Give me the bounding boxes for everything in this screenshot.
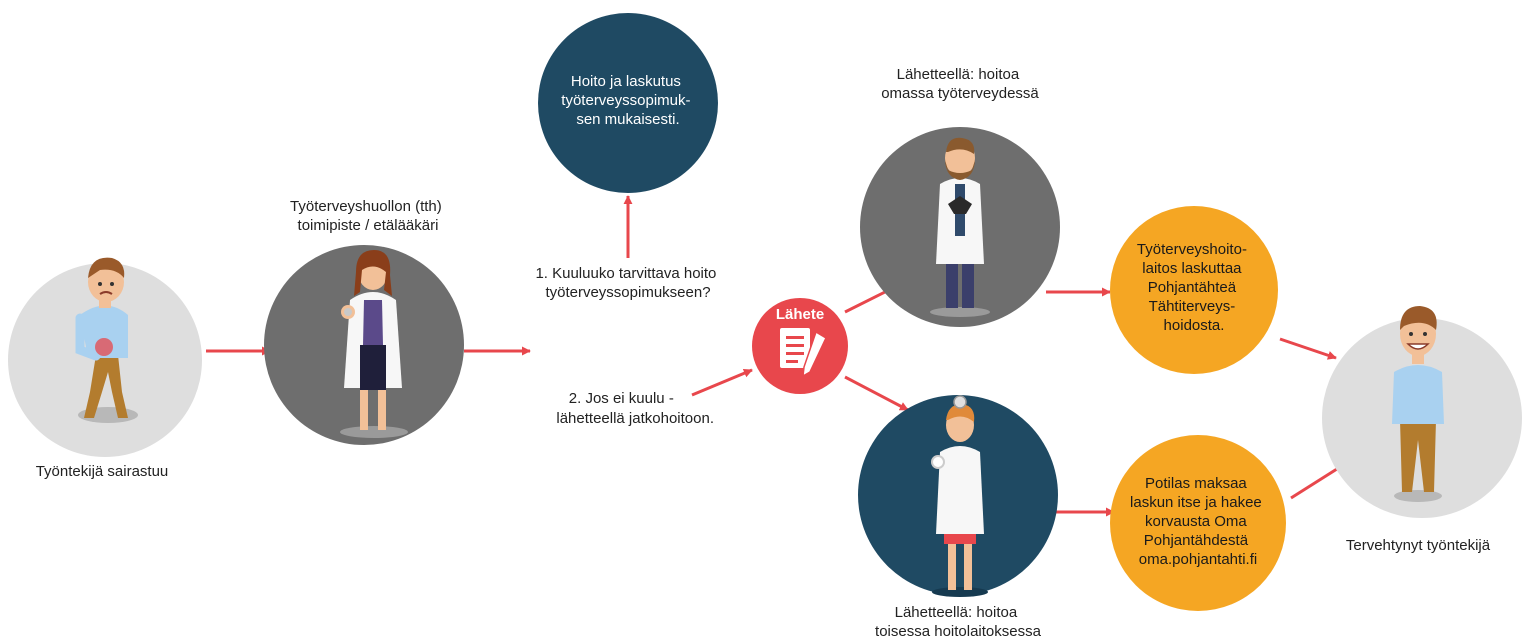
happy-man-illustration bbox=[1392, 306, 1444, 502]
question-1-text: 1. Kuuluuko tarvittava hoito työterveyss… bbox=[535, 265, 720, 301]
patient-pays-line: laskun itse ja hakee bbox=[1130, 494, 1262, 511]
recovered-employee-node bbox=[1322, 306, 1522, 518]
own-occupational-label: Lähetteellä: hoitoa omassa työterveydess… bbox=[881, 66, 1039, 102]
billing-info-line: laitos laskuttaa bbox=[1142, 260, 1242, 277]
occupational-office-label-line: toimipiste / etälääkäri bbox=[298, 217, 439, 234]
arrow-question2-to-referral bbox=[691, 368, 753, 397]
female-doctor-illustration bbox=[340, 250, 408, 438]
arrow-billing-to-recovered bbox=[1279, 337, 1337, 360]
contract-care-line: sen mukaisesti. bbox=[576, 111, 679, 128]
male-doctor-illustration bbox=[930, 137, 990, 317]
question-2-line: lähetteellä jatkohoitoon. bbox=[556, 410, 714, 427]
contract-care-circle bbox=[538, 13, 718, 193]
occupational-office-node bbox=[264, 245, 464, 445]
question-2-text: 2. Jos ei kuulu - lähetteellä jatkohoito… bbox=[556, 390, 714, 427]
billing-info-line: hoidosta. bbox=[1164, 317, 1225, 334]
billing-info-line: Tähtiterveys- bbox=[1149, 298, 1236, 315]
own-occupational-label-line: Lähetteellä: hoitoa bbox=[897, 66, 1020, 83]
arrow-referral-to-other bbox=[844, 375, 909, 412]
sick-employee-label: Työntekijä sairastuu bbox=[36, 463, 169, 480]
specialist-doctor-illustration bbox=[931, 395, 988, 597]
question-2-line: 2. Jos ei kuulu - bbox=[569, 390, 674, 407]
contract-care-node: Hoito ja laskutus työterveyssopimuk- sen… bbox=[538, 13, 718, 193]
referral-badge: Lähete bbox=[776, 306, 824, 323]
sick-employee-node bbox=[8, 257, 202, 457]
patient-pays-circle bbox=[1110, 435, 1286, 611]
other-facility-label: Lähetteellä: hoitoa toisessa hoitolaitok… bbox=[875, 604, 1042, 640]
patient-pays-line: korvausta Oma bbox=[1145, 513, 1247, 530]
patient-pays-text: Potilas maksaa laskun itse ja hakee korv… bbox=[1130, 475, 1266, 568]
patient-pays-node: Potilas maksaa laskun itse ja hakee korv… bbox=[1110, 435, 1286, 611]
recovered-employee-label: Tervehtynyt työntekijä bbox=[1346, 537, 1491, 554]
contract-care-line: työterveyssopimuk- bbox=[561, 92, 690, 109]
other-facility-label-line: toisessa hoitolaitoksessa bbox=[875, 623, 1042, 640]
question-1-line: 1. Kuuluuko tarvittava hoito bbox=[535, 265, 716, 282]
question-1-line: työterveyssopimukseen? bbox=[545, 284, 710, 301]
contract-care-text: Hoito ja laskutus työterveyssopimuk- sen… bbox=[561, 73, 694, 128]
billing-info-line: Pohjantähteä bbox=[1148, 279, 1237, 296]
own-occupational-node bbox=[860, 127, 1060, 327]
other-facility-label-line: Lähetteellä: hoitoa bbox=[895, 604, 1018, 621]
occupational-office-label: Työterveyshuollon (tth) toimipiste / etä… bbox=[290, 198, 446, 234]
patient-pays-line: Potilas maksaa bbox=[1145, 475, 1247, 492]
billing-info-text: Työterveyshoito- laitos laskuttaa Pohjan… bbox=[1137, 241, 1251, 334]
billing-info-node: Työterveyshoito- laitos laskuttaa Pohjan… bbox=[1110, 206, 1278, 374]
document-pen-icon bbox=[780, 328, 827, 378]
billing-info-circle bbox=[1110, 206, 1278, 374]
patient-pays-line: oma.pohjantahti.fi bbox=[1139, 551, 1257, 568]
contract-care-line: Hoito ja laskutus bbox=[571, 73, 681, 90]
sick-man-illustration bbox=[75, 257, 138, 423]
billing-info-line: Työterveyshoito- bbox=[1137, 241, 1247, 258]
referral-node: Lähete bbox=[752, 298, 848, 394]
patient-pays-line: Pohjantähdestä bbox=[1144, 532, 1249, 549]
occupational-office-label-line: Työterveyshuollon (tth) bbox=[290, 198, 442, 215]
other-facility-node bbox=[858, 395, 1058, 597]
own-occupational-label-line: omassa työterveydessä bbox=[881, 85, 1039, 102]
